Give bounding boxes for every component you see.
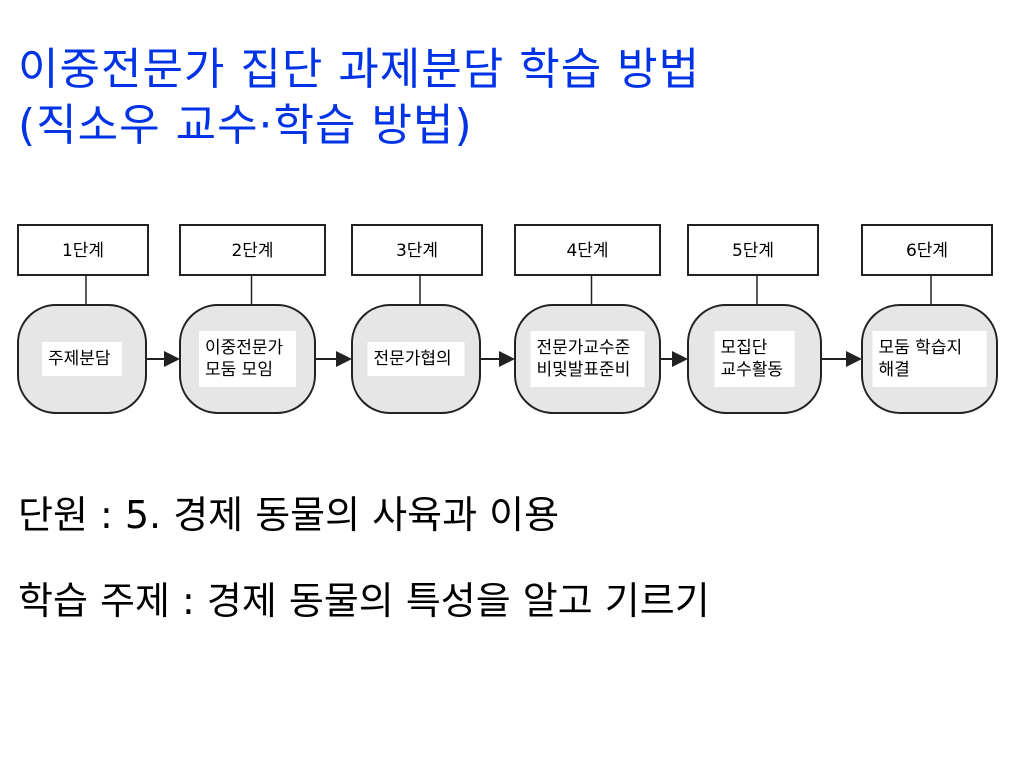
stage-label-box bbox=[514, 224, 661, 276]
stage-text-bg bbox=[367, 342, 465, 376]
stage-label: 4단계 bbox=[566, 241, 608, 261]
stage-text-line: 이중전문가 bbox=[205, 338, 284, 358]
stage-text-bg bbox=[714, 331, 795, 387]
stage-text-bg bbox=[42, 342, 122, 376]
title-line-1: 이중전문가 집단 과제분담 학습 방법 bbox=[18, 44, 701, 95]
stage-label-box bbox=[687, 224, 819, 276]
stage-label-box bbox=[17, 224, 149, 276]
stage-text-line: 모둠 모임 bbox=[205, 360, 273, 380]
stage-label-box bbox=[351, 224, 483, 276]
stage-text-line: 모집단 bbox=[721, 338, 768, 358]
stage-label: 6단계 bbox=[906, 241, 948, 261]
stage-text-line: 주제분담 bbox=[48, 349, 111, 369]
stage-label: 1단계 bbox=[62, 241, 104, 261]
stage-text-line: 비및발표준비 bbox=[537, 360, 631, 380]
stage-text-line: 전문가교수준 bbox=[537, 338, 631, 358]
stage-text-line: 전문가협의 bbox=[374, 349, 452, 369]
learning-topic-text: 학습 주제 : 경제 동물의 특성을 알고 기르기 bbox=[18, 579, 710, 623]
stage-text-line: 모둠 학습지 bbox=[879, 338, 963, 358]
stage-label-box bbox=[861, 224, 993, 276]
stage-label: 5단계 bbox=[732, 241, 774, 261]
stage-text-line: 해결 bbox=[879, 360, 910, 380]
stage-text-line: 교수활동 bbox=[721, 360, 784, 380]
stage-text-bg bbox=[872, 331, 987, 387]
stage-label: 3단계 bbox=[396, 241, 438, 261]
stage-label: 2단계 bbox=[231, 241, 273, 261]
stage-label-box bbox=[179, 224, 326, 276]
title-line-2: (직소우 교수·학습 방법) bbox=[18, 100, 473, 151]
stage-text-bg bbox=[530, 331, 645, 387]
stage-text-bg bbox=[199, 331, 296, 387]
unit-text: 단원 : 5. 경제 동물의 사육과 이용 bbox=[18, 493, 560, 537]
page-title: 이중전문가 집단 과제분담 학습 방법 (직소우 교수·학습 방법) bbox=[18, 42, 1008, 154]
